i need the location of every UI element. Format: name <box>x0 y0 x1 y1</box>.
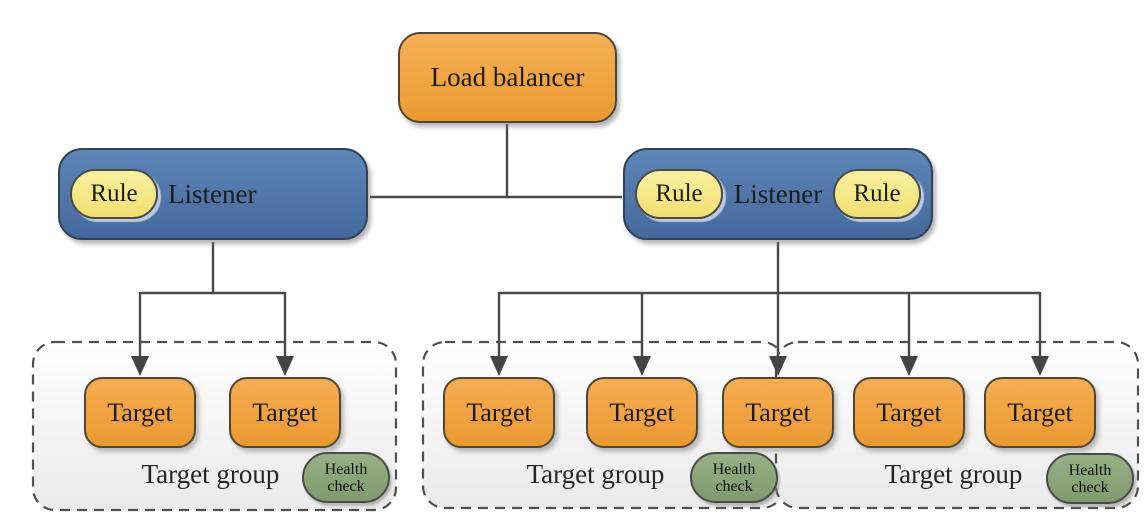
arrowhead-icon <box>769 356 787 376</box>
target-label: Target <box>609 397 675 427</box>
target-box: Target <box>722 377 834 448</box>
arrowhead-icon <box>276 356 294 376</box>
health-check-badge: Health check <box>1046 453 1134 504</box>
health-check-line1: Health <box>712 460 756 478</box>
arrowhead-icon <box>900 356 918 376</box>
target-label: Target <box>1007 397 1073 427</box>
rule-badge: Rule <box>833 169 921 219</box>
arrowhead-icon <box>131 356 149 376</box>
target-group-label: Target group <box>526 459 665 489</box>
target-box: Target <box>84 377 196 448</box>
health-check-badge: Health check <box>302 452 390 503</box>
listener-label: Listener <box>733 178 823 209</box>
target-box: Target <box>984 377 1096 448</box>
target-group-label: Target group <box>884 459 1023 489</box>
health-check-line2: check <box>327 477 365 495</box>
target-box: Target <box>229 377 341 448</box>
health-check-line1: Health <box>1068 461 1112 479</box>
listener-label: Listener <box>168 178 257 209</box>
rule-label: Rule <box>853 180 901 207</box>
target-group-label: Target group <box>141 459 280 489</box>
target-box: Target <box>586 377 698 448</box>
health-check-line2: check <box>1071 478 1109 496</box>
health-check-line2: check <box>715 477 753 495</box>
target-box: Target <box>443 377 555 448</box>
load-balancer-label: Load balancer <box>430 62 585 92</box>
rule-label: Rule <box>655 180 703 207</box>
health-check-badge: Health check <box>690 452 778 503</box>
connector-listener1-to-targets <box>138 242 287 359</box>
load-balancer-node: Load balancer <box>398 32 617 123</box>
arrowhead-icon <box>490 356 508 376</box>
target-label: Target <box>466 397 532 427</box>
listener-node-1: Rule Listener <box>58 148 368 240</box>
arrowheads <box>131 356 1049 376</box>
target-label: Target <box>107 397 173 427</box>
rule-badge: Rule <box>635 169 723 219</box>
arrowhead-icon <box>1031 356 1049 376</box>
target-label: Target <box>252 397 318 427</box>
health-check-line1: Health <box>324 460 368 478</box>
target-box: Target <box>853 377 965 448</box>
rule-label: Rule <box>90 180 138 207</box>
arrowhead-icon <box>633 356 651 376</box>
target-label: Target <box>745 397 811 427</box>
target-label: Target <box>876 397 942 427</box>
connector-loadbalancer-to-listeners <box>370 124 622 199</box>
listener-node-2: Rule Listener Rule <box>623 148 933 240</box>
rule-badge: Rule <box>70 169 158 219</box>
connector-listener2-to-targets <box>497 242 1042 359</box>
